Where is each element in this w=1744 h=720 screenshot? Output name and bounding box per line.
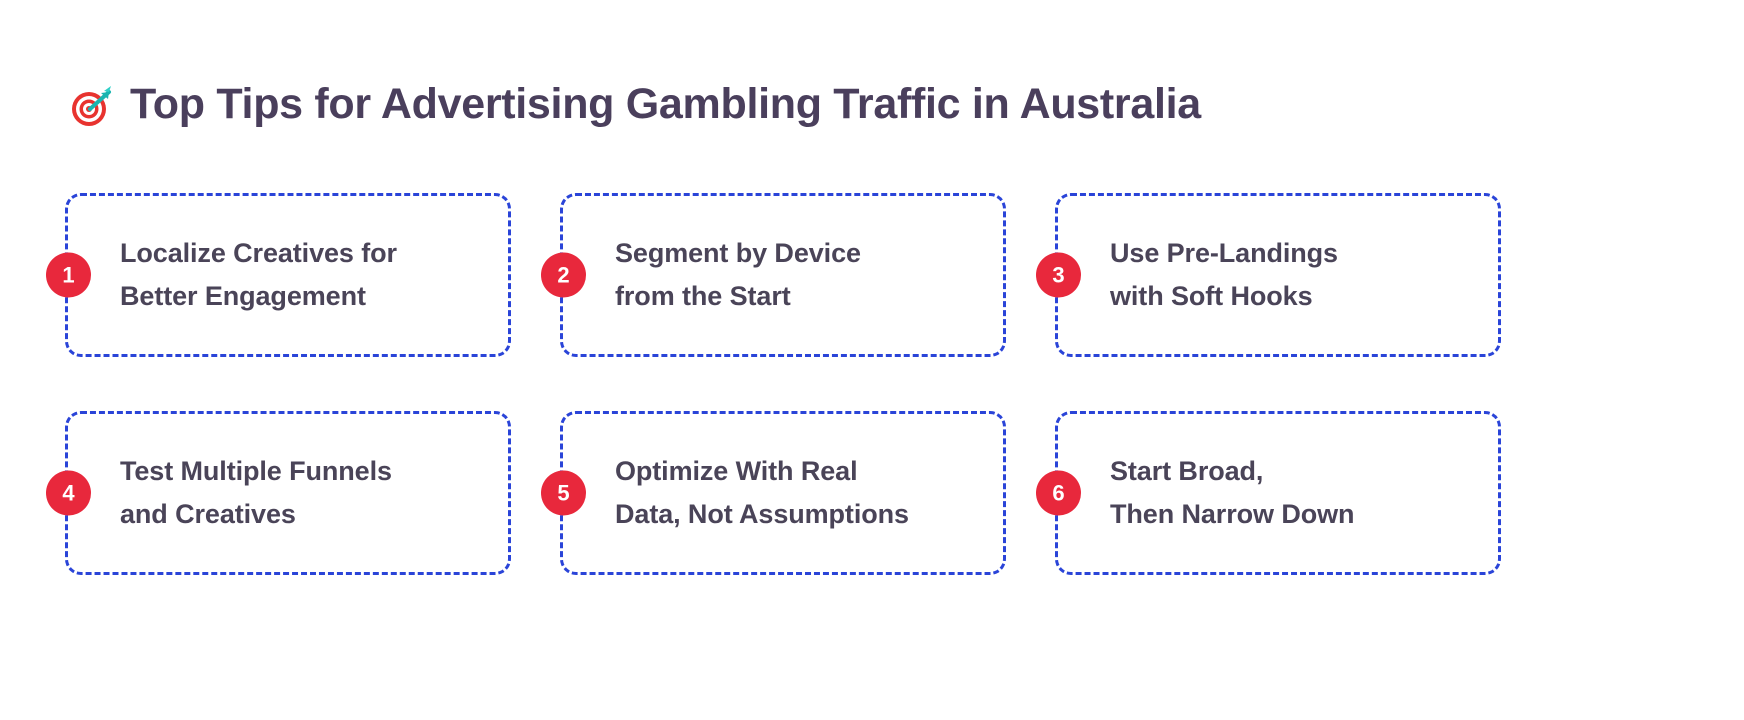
tip-card-line-2: with Soft Hooks bbox=[1110, 281, 1313, 311]
tip-card-text: Segment by Device from the Start bbox=[615, 232, 861, 317]
page-title-text: Top Tips for Advertising Gambling Traffi… bbox=[130, 80, 1201, 129]
tip-card-line-1: Start Broad, bbox=[1110, 456, 1264, 487]
tip-card-6[interactable]: 6 Start Broad, Then Narrow Down bbox=[1036, 411, 1501, 575]
tip-card-text: Optimize With Real Data, Not Assumptions bbox=[615, 450, 909, 535]
tip-number-badge: 6 bbox=[1036, 470, 1081, 516]
tip-number-badge: 1 bbox=[46, 252, 91, 298]
dart-target-icon bbox=[68, 81, 116, 129]
tip-card-4[interactable]: 4 Test Multiple Funnels and Creatives bbox=[46, 411, 511, 575]
tip-number-badge: 2 bbox=[541, 252, 586, 298]
tip-number-badge: 4 bbox=[46, 470, 91, 516]
tip-card-line-1: Test Multiple Funnels bbox=[120, 456, 392, 487]
tip-card-text: Localize Creatives for Better Engagement bbox=[120, 232, 397, 317]
tip-card-5[interactable]: 5 Optimize With Real Data, Not Assumptio… bbox=[541, 411, 1006, 575]
tip-number-badge: 5 bbox=[541, 470, 586, 516]
tip-card-line-1: Optimize With Real bbox=[615, 456, 858, 487]
tip-card-text: Use Pre-Landings with Soft Hooks bbox=[1110, 232, 1338, 317]
tip-card-2[interactable]: 2 Segment by Device from the Start bbox=[541, 193, 1006, 357]
tip-card-1[interactable]: 1 Localize Creatives for Better Engageme… bbox=[46, 193, 511, 357]
tip-card-text: Test Multiple Funnels and Creatives bbox=[120, 450, 392, 535]
tip-number-badge: 3 bbox=[1036, 252, 1081, 298]
page-title: Top Tips for Advertising Gambling Traffi… bbox=[68, 72, 1201, 138]
tips-grid: 1 Localize Creatives for Better Engageme… bbox=[46, 193, 1502, 575]
tip-card-line-2: Data, Not Assumptions bbox=[615, 499, 909, 529]
tip-card-line-2: and Creatives bbox=[120, 499, 296, 529]
tip-card-line-2: from the Start bbox=[615, 281, 791, 311]
tip-card-line-2: Then Narrow Down bbox=[1110, 499, 1355, 529]
tip-card-line-1: Segment by Device bbox=[615, 238, 861, 269]
tip-card-text: Start Broad, Then Narrow Down bbox=[1110, 450, 1355, 535]
tip-card-line-2: Better Engagement bbox=[120, 281, 366, 311]
tip-card-line-1: Use Pre-Landings bbox=[1110, 238, 1338, 269]
tip-card-3[interactable]: 3 Use Pre-Landings with Soft Hooks bbox=[1036, 193, 1501, 357]
tip-card-line-1: Localize Creatives for bbox=[120, 238, 397, 269]
